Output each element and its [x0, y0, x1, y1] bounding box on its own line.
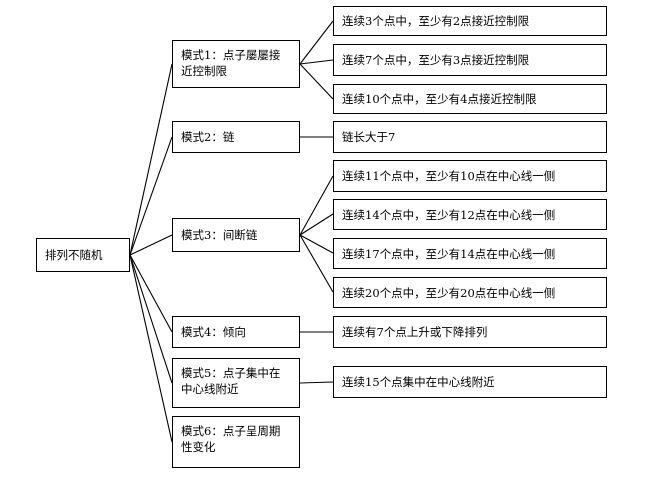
pattern-node-3: 模式3：间断链 — [172, 218, 300, 252]
pattern-3-to-rule-1-line — [299, 175, 334, 236]
rule-node-1-1: 连续3个点中，至少有2点接近控制限 — [333, 6, 607, 36]
root-node: 排列不随机 — [36, 238, 130, 272]
pattern-node-6: 模式6：点子呈周期性变化 — [172, 416, 300, 468]
rule-label: 连续10个点中，至少有4点接近控制限 — [342, 92, 537, 106]
rule-node-3-1: 连续11个点中，至少有10点在中心线一侧 — [333, 160, 607, 192]
rule-label: 连续14个点中，至少有12点在中心线一侧 — [342, 207, 556, 222]
rule-label: 连续3个点中，至少有2点接近控制限 — [342, 14, 530, 28]
pattern-label-6: 模式6：点子呈周期性变化 — [181, 424, 281, 454]
pattern-node-2: 模式2：链 — [172, 121, 300, 153]
rule-label: 连续7个点中，至少有3点接近控制限 — [342, 53, 530, 67]
rule-label: 连续11个点中，至少有10点在中心线一侧 — [342, 169, 556, 183]
rule-node-3-2: 连续14个点中，至少有12点在中心线一侧 — [333, 199, 607, 230]
rule-node-1-2: 连续7个点中，至少有3点接近控制限 — [333, 44, 607, 76]
root-to-pattern-6-line — [129, 254, 173, 443]
rule-label: 连续17个点中，至少有14点在中心线一侧 — [342, 246, 556, 261]
rule-node-3-4: 连续20个点中，至少有20点在中心线一侧 — [333, 277, 607, 308]
pattern-label-3: 模式3：间断链 — [181, 228, 258, 242]
pattern-node-4: 模式4：倾向 — [172, 316, 300, 348]
rule-node-2-1: 链长大于7 — [333, 121, 607, 153]
pattern-label-2: 模式2：链 — [181, 130, 235, 144]
pattern-label-4: 模式4：倾向 — [181, 325, 246, 339]
root-to-pattern-3-line — [129, 234, 173, 256]
pattern-1-to-rule-2-line — [299, 59, 334, 65]
pattern-node-5: 模式5：点子集中在中心线附近 — [172, 358, 300, 408]
root-to-pattern-2-line — [129, 136, 173, 256]
rule-node-1-3: 连续10个点中，至少有4点接近控制限 — [333, 84, 607, 114]
rule-label: 连续20个点中，至少有20点在中心线一侧 — [342, 285, 556, 300]
rule-node-5-1: 连续15个点集中在中心线附近 — [333, 366, 607, 398]
pattern-label-1: 模式1：点子屡屡接近控制限 — [181, 48, 281, 78]
pattern-label-5: 模式5：点子集中在中心线附近 — [181, 366, 281, 396]
pattern-1-to-rule-1-line — [299, 20, 334, 65]
pattern-node-1: 模式1：点子屡屡接近控制限 — [172, 40, 300, 88]
pattern-5-to-rule-1-line — [299, 381, 334, 384]
pattern-1-to-rule-3-line — [299, 63, 334, 100]
rule-label: 连续有7个点上升或下降排列 — [342, 325, 488, 339]
rule-label: 连续15个点集中在中心线附近 — [342, 375, 495, 389]
root-label: 排列不随机 — [45, 248, 103, 262]
root-to-pattern-5-line — [129, 254, 173, 384]
pattern-3-to-rule-4-line — [299, 234, 334, 293]
rule-node-3-3: 连续17个点中，至少有14点在中心线一侧 — [333, 238, 607, 269]
pattern-3-to-rule-3-line — [299, 234, 334, 254]
rule-label: 链长大于7 — [342, 130, 396, 144]
rule-node-4-1: 连续有7个点上升或下降排列 — [333, 316, 607, 348]
root-to-pattern-1-line — [129, 63, 173, 256]
root-to-pattern-4-line — [129, 254, 173, 333]
pattern-3-to-rule-2-line — [299, 213, 334, 236]
